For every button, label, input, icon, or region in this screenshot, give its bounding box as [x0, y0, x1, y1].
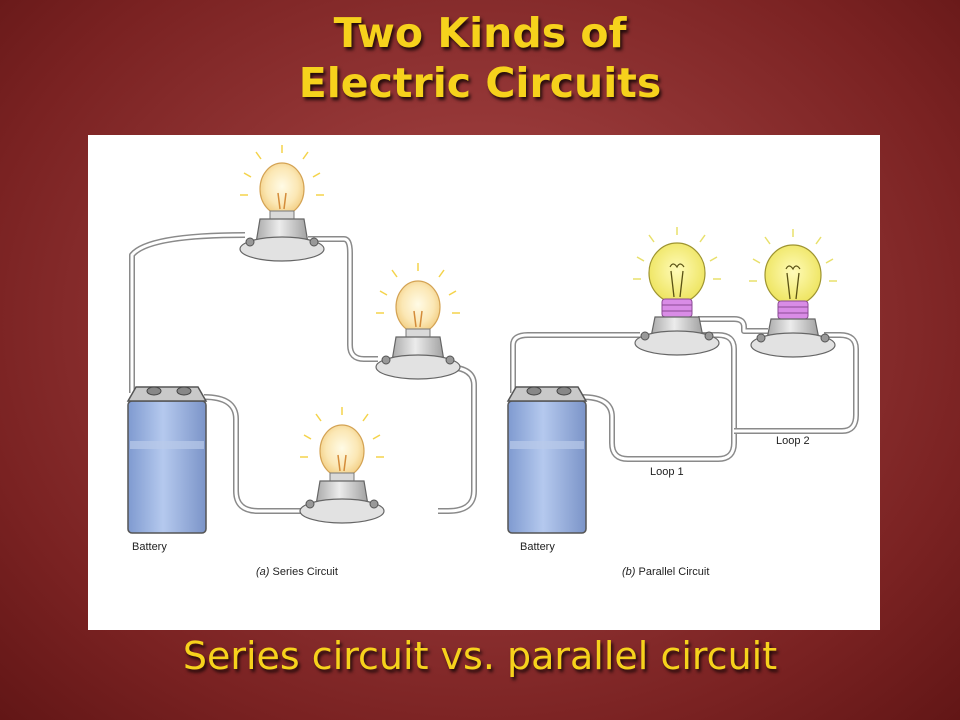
series-circuit-caption: (a) Series Circuit	[256, 566, 338, 578]
series-bulb-1	[239, 145, 325, 262]
circuit-diagram-panel: Battery Battery (a) Series Circuit (b) P…	[88, 135, 880, 630]
parallel-wires	[510, 316, 859, 462]
parallel-battery-label: Battery	[520, 541, 555, 553]
series-bulb-2	[375, 263, 461, 380]
parallel-bulb-2	[749, 229, 837, 358]
series-caption-text: Series Circuit	[269, 566, 337, 578]
slide-title: Two Kinds of Electric Circuits	[0, 8, 960, 108]
parallel-caption-text: Parallel Circuit	[635, 566, 709, 578]
series-bulb-3	[299, 407, 385, 524]
title-line-2: Electric Circuits	[298, 59, 662, 107]
series-battery-label: Battery	[132, 541, 167, 553]
series-battery	[126, 386, 208, 534]
parallel-circuit-caption: (b) Parallel Circuit	[622, 566, 709, 578]
series-caption-prefix: (a)	[256, 566, 270, 578]
title-line-1: Two Kinds of	[333, 9, 627, 57]
parallel-caption-prefix: (b)	[622, 566, 636, 578]
parallel-battery	[506, 386, 588, 534]
loop-2-label: Loop 2	[776, 435, 810, 447]
slide-caption: Series circuit vs. parallel circuit	[182, 634, 778, 678]
circuit-diagram: Battery Battery (a) Series Circuit (b) P…	[126, 145, 859, 578]
loop-1-label: Loop 1	[650, 466, 684, 478]
series-wires	[129, 232, 477, 514]
parallel-bulb-1	[633, 227, 721, 356]
